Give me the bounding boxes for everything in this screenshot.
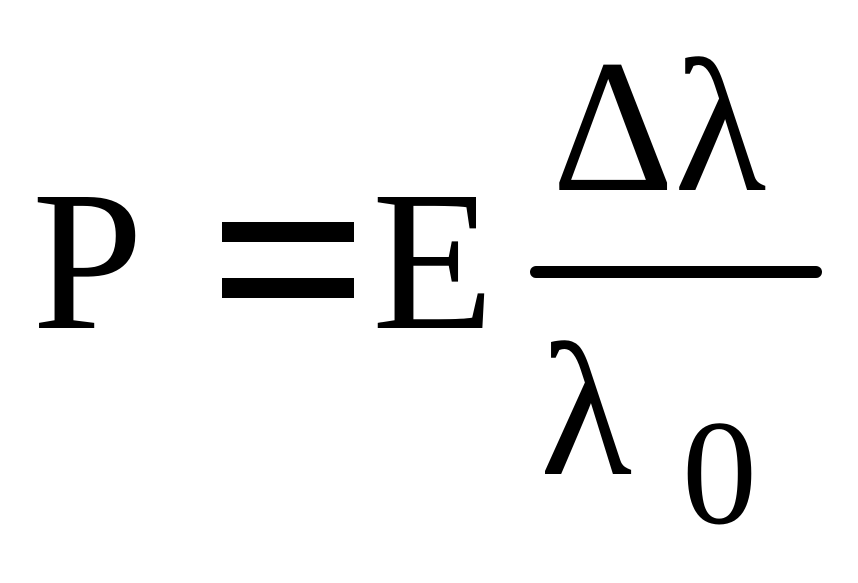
equals-bar-bottom xyxy=(222,278,354,298)
formula-lhs: P xyxy=(32,151,144,372)
formula-coefficient: E xyxy=(372,151,495,372)
fraction-numerator: Δλ xyxy=(552,22,767,232)
fraction-denominator: λ xyxy=(540,306,633,516)
fraction-bar xyxy=(530,266,822,278)
denominator-subscript: 0 xyxy=(682,390,757,556)
equals-bar-top xyxy=(222,222,354,242)
